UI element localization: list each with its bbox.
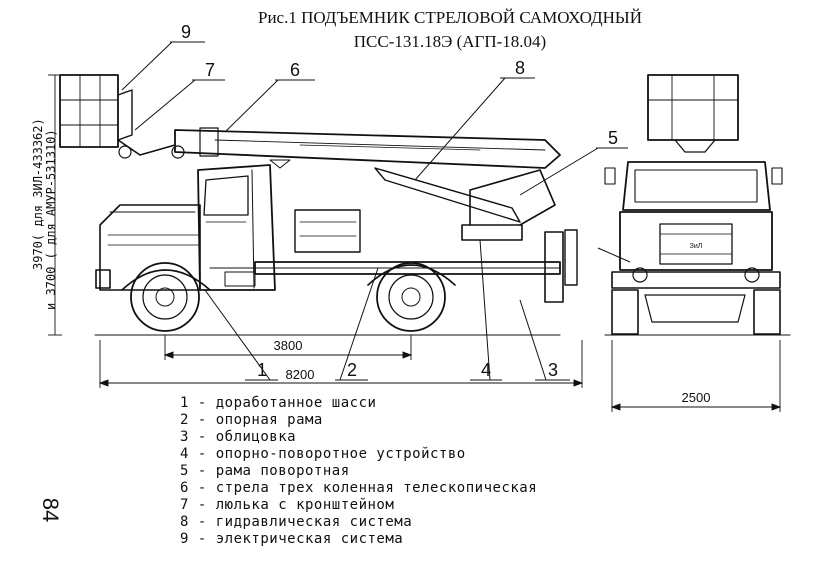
legend-item: 4 - опорно-поворотное устройство (180, 446, 466, 462)
callout-6: 6 (290, 60, 300, 80)
callout-1: 1 (257, 360, 267, 380)
callout-3: 3 (548, 360, 558, 380)
legend-item: 6 - стрела трех коленная телескопическая (180, 480, 538, 496)
front-wheel-left (611, 289, 639, 335)
truck-hood (99, 204, 201, 291)
cab-badge: ЗиЛ (690, 243, 703, 250)
legend-item: 2 - опорная рама (180, 412, 323, 428)
cab-window (203, 175, 249, 216)
legend-list: 1 - доработанное шасси 2 - опорная рама … (180, 395, 660, 548)
front-grille (619, 211, 773, 271)
callout-2: 2 (347, 360, 357, 380)
callout-4: 4 (481, 360, 491, 380)
rear-wheel (376, 262, 446, 332)
callout-9: 9 (181, 22, 191, 42)
figure-title-line-1: Рис.1 ПОДЪЕМНИК СТРЕЛОВОЙ САМОХОДНЫЙ (258, 8, 642, 27)
basket-side (59, 74, 119, 148)
rotating-frame (469, 169, 556, 226)
callout-7: 7 (205, 60, 215, 80)
front-wheel (130, 262, 200, 332)
legend-item: 8 - гидравлическая система (180, 514, 413, 530)
legend-item: 1 - доработанное шасси (180, 395, 377, 411)
telescopic-boom (174, 129, 561, 169)
dimension-height-zil: 3970( для ЗИЛ-433362) (31, 118, 45, 270)
dimension-height-amur: и 3700 ( для АМУР-531310) (44, 129, 58, 310)
basket-bracket (117, 139, 176, 156)
basket-front (647, 74, 739, 141)
legend-item: 3 - облицовка (180, 429, 297, 445)
page-number: 84 (38, 497, 63, 523)
front-bumper (611, 271, 781, 289)
equipment-box (294, 209, 361, 253)
legend-item: 7 - люлька с кронштейном (180, 497, 395, 513)
dimension-width: 2500 (682, 390, 711, 405)
turntable (461, 224, 523, 241)
figure-title-line-2: ПСС-131.18Э (АГП-18.04) (353, 32, 547, 51)
legend-item: 5 - рама поворотная (180, 463, 350, 479)
cab-front (622, 161, 771, 211)
callout-8: 8 (515, 58, 525, 78)
dimension-overall-length: 8200 (286, 367, 315, 382)
callout-5: 5 (608, 128, 618, 148)
front-wheel-right (753, 289, 781, 335)
truck-cab (197, 164, 276, 291)
legend-item: 9 - электрическая система (180, 531, 404, 547)
rear-outrigger (544, 231, 564, 303)
dimension-wheelbase: 3800 (274, 338, 303, 353)
hydraulic-cylinder (374, 167, 521, 223)
